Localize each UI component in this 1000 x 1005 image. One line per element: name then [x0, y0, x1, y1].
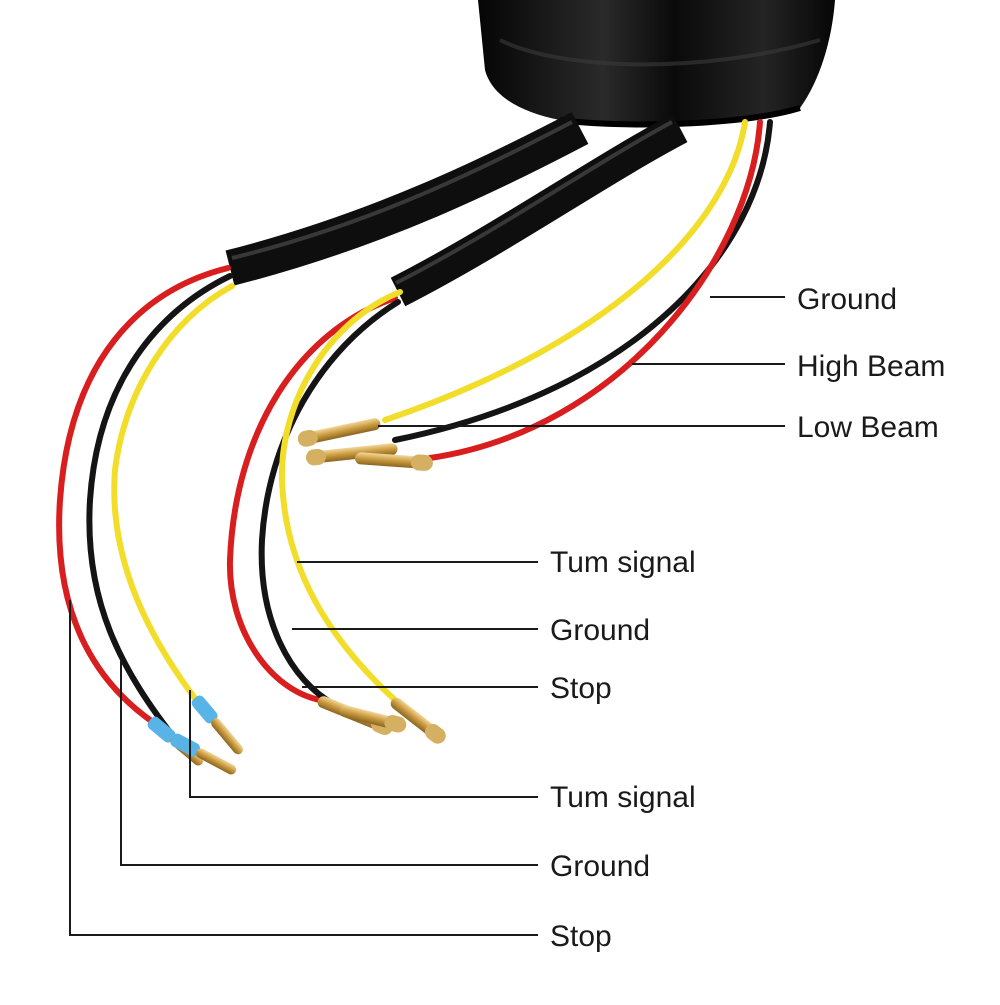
upper-wire-group: [382, 119, 773, 461]
middle-cable-sheath: [390, 113, 688, 307]
left-cable-sheath: [225, 112, 589, 286]
wire-yellow-lower: [111, 283, 235, 708]
label-ground-middle: Ground: [550, 614, 651, 647]
lower-terminals: [147, 695, 244, 775]
wire-black-lower: [86, 273, 233, 748]
wire-red-middle: [226, 295, 398, 703]
wire-black-upper: [392, 119, 773, 443]
wire-black-middle: [258, 299, 401, 708]
middle-terminals: [317, 696, 446, 744]
label-stop-lower: Stop: [550, 920, 612, 953]
lower-wire-group: [56, 265, 235, 748]
wire-yellow-upper: [382, 119, 748, 423]
label-low-beam: Low Beam: [797, 411, 939, 444]
wire-red-upper: [427, 119, 763, 461]
wire-red-lower: [56, 265, 231, 733]
label-ground-upper: Ground: [797, 283, 898, 316]
label-high-beam: High Beam: [797, 350, 946, 383]
lamp-housing: [478, 0, 835, 128]
leader-stop-bot: [69, 600, 538, 936]
label-ground-lower: Ground: [550, 850, 651, 883]
label-turn-signal-middle: Tum signal: [550, 546, 696, 579]
middle-wire-group: [226, 289, 403, 708]
upper-terminals: [297, 418, 433, 471]
label-turn-signal-lower: Tum signal: [550, 781, 696, 814]
leader-turn-bot: [189, 690, 538, 798]
leader-ground-bot: [120, 660, 538, 866]
label-stop-middle: Stop: [550, 672, 612, 705]
leader-lines: [69, 296, 785, 936]
wire-yellow-middle: [278, 289, 403, 703]
